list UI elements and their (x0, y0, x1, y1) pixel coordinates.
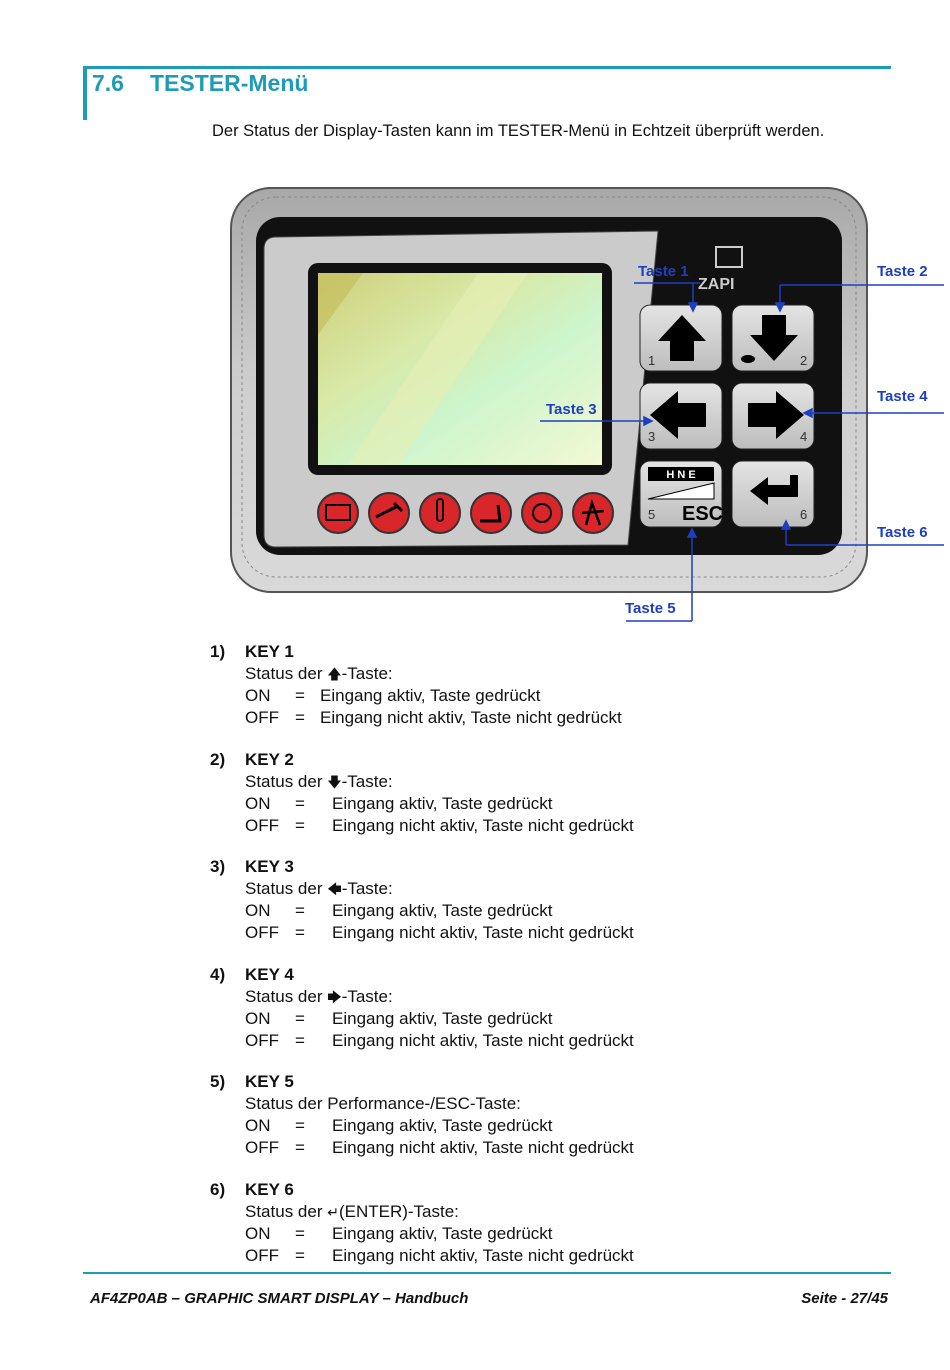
key-1[interactable]: 1 (639, 304, 723, 372)
key-2[interactable]: 2 (731, 304, 815, 372)
svg-text:5: 5 (648, 507, 655, 522)
indicator-row (317, 492, 614, 534)
list-item: 1) KEY 1 Status der 🡅-Taste: ON=Eingang … (210, 642, 622, 727)
key-title: KEY 3 (245, 857, 294, 877)
display-device-illustration: ZAPI 1 2 3 4 H N E ESC 5 (230, 187, 944, 622)
key-title: KEY 2 (245, 749, 294, 769)
callout-taste-5: Taste 5 (625, 600, 676, 617)
callout-lines (540, 282, 944, 622)
key-5[interactable]: H N E ESC 5 (639, 460, 723, 528)
section-number: 7.6 (92, 70, 124, 96)
turtle-icon (741, 355, 755, 363)
brand-logo: ZAPI (698, 276, 734, 293)
callout-taste-3: Taste 3 (546, 401, 597, 418)
section-heading: 7.6 TESTER-Menü (92, 70, 308, 97)
intro-paragraph: Der Status der Display-Tasten kann im TE… (212, 122, 825, 140)
list-item: 6) KEY 6 Status der ↵(ENTER)-Taste: ON=E… (210, 1179, 634, 1265)
arrow-left-icon: 🡄 (327, 881, 342, 898)
seat-icon (480, 504, 502, 523)
display-figure: ZAPI 1 2 3 4 H N E ESC 5 (228, 185, 948, 640)
key-title: KEY 4 (245, 964, 294, 984)
arrow-right-icon: 🡆 (327, 988, 342, 1005)
svg-text:2: 2 (800, 353, 807, 368)
callout-taste-2: Taste 2 (877, 263, 928, 280)
key-list: 1) KEY 1 Status der 🡅-Taste: ON=Eingang … (210, 642, 910, 1288)
temperature-icon (436, 498, 444, 522)
svg-text:6: 6 (800, 507, 807, 522)
key-title: KEY 5 (245, 1072, 294, 1092)
key-6[interactable]: 6 (731, 460, 815, 528)
key-4[interactable]: 4 (731, 382, 815, 450)
header-side-rule (83, 66, 87, 120)
enter-icon: ↵ (327, 1203, 339, 1220)
key-title: KEY 6 (245, 1179, 294, 1199)
esc-label: ESC (682, 503, 723, 525)
footer-rule (83, 1272, 891, 1274)
key-title: KEY 1 (245, 642, 294, 661)
battery-icon (325, 504, 351, 521)
list-item: 3) KEY 3 Status der 🡄-Taste: ON=Eingang … (210, 857, 634, 943)
svg-text:1: 1 (648, 353, 655, 368)
footer-page-number: Seite - 27/45 (801, 1290, 888, 1307)
svg-text:3: 3 (648, 429, 655, 444)
seatbelt-icon (581, 498, 605, 526)
callout-taste-1: Taste 1 (638, 263, 689, 280)
callout-taste-4: Taste 4 (877, 388, 928, 405)
list-item: 5) KEY 5 Status der Performance-/ESC-Tas… (210, 1072, 634, 1158)
callout-taste-6: Taste 6 (877, 524, 928, 541)
footer-document-title: AF4ZP0AB – GRAPHIC SMART DISPLAY – Handb… (90, 1290, 469, 1307)
wrench-icon (375, 501, 404, 519)
svg-text:4: 4 (800, 429, 807, 444)
arrow-up-icon: 🡅 (327, 666, 342, 682)
svg-text:H N E: H N E (666, 469, 695, 481)
list-item: 4) KEY 4 Status der 🡆-Taste: ON=Eingang … (210, 964, 634, 1050)
parking-brake-icon (532, 503, 552, 523)
arrow-down-icon: 🡇 (327, 773, 342, 790)
section-title: TESTER-Menü (150, 70, 309, 96)
list-item: 2) KEY 2 Status der 🡇-Taste: ON=Eingang … (210, 749, 634, 835)
key-3[interactable]: 3 (639, 382, 723, 450)
header-rule (83, 66, 891, 69)
